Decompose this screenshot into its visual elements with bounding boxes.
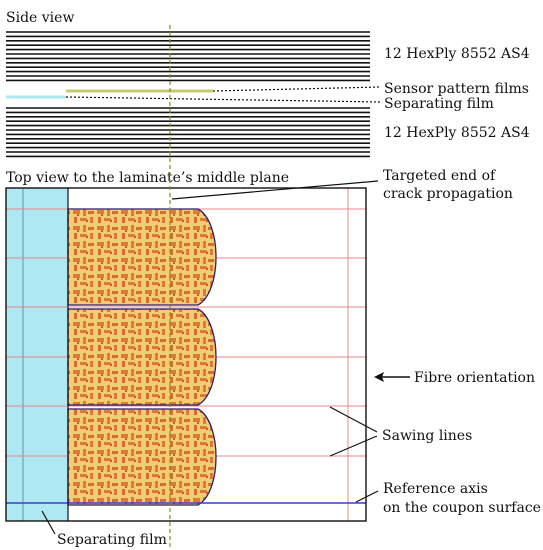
reference-axis-leader	[355, 490, 379, 503]
separating-film-bottom-label: Separating film	[57, 532, 167, 548]
separating-film-label: Separating film	[384, 96, 494, 112]
bottom-stack-label: 12 HexPly 8552 AS4	[384, 125, 530, 141]
sensor-pattern-film	[67, 308, 217, 406]
reference-axis-label-2: on the coupon surface	[383, 500, 541, 516]
fibre-orientation-label: Fibre orientation	[414, 370, 535, 386]
sawing-leader	[329, 406, 378, 433]
fibre-orientation-arrow	[374, 372, 410, 382]
top-stack-label: 12 HexPly 8552 AS4	[384, 46, 530, 62]
top-view-title: Top view to the laminate’s middle plane	[6, 170, 289, 186]
sawing-lines-label: Sawing lines	[382, 428, 472, 444]
sensor-film-label: Sensor pattern films	[384, 81, 529, 97]
bottom-ply-stack	[6, 107, 370, 158]
reference-axis-label-1: Reference axis	[383, 481, 488, 497]
sawing-leader	[329, 435, 378, 457]
top-ply-stack	[6, 31, 370, 82]
crack-end-label-1: Targeted end of	[383, 168, 497, 184]
separating-film-region	[6, 188, 68, 521]
sensor-pattern-film	[67, 208, 217, 306]
separating-film-leader	[41, 510, 56, 535]
crack-end-leader	[171, 180, 379, 200]
coupon-outline	[5, 187, 367, 522]
sensor-pattern-film	[67, 408, 217, 506]
sensor-film-leader	[212, 86, 381, 92]
crack-end-label-2: crack propagation	[383, 186, 513, 202]
separating-film-side-dots	[65, 96, 381, 103]
side-view-title: Side view	[6, 10, 74, 26]
